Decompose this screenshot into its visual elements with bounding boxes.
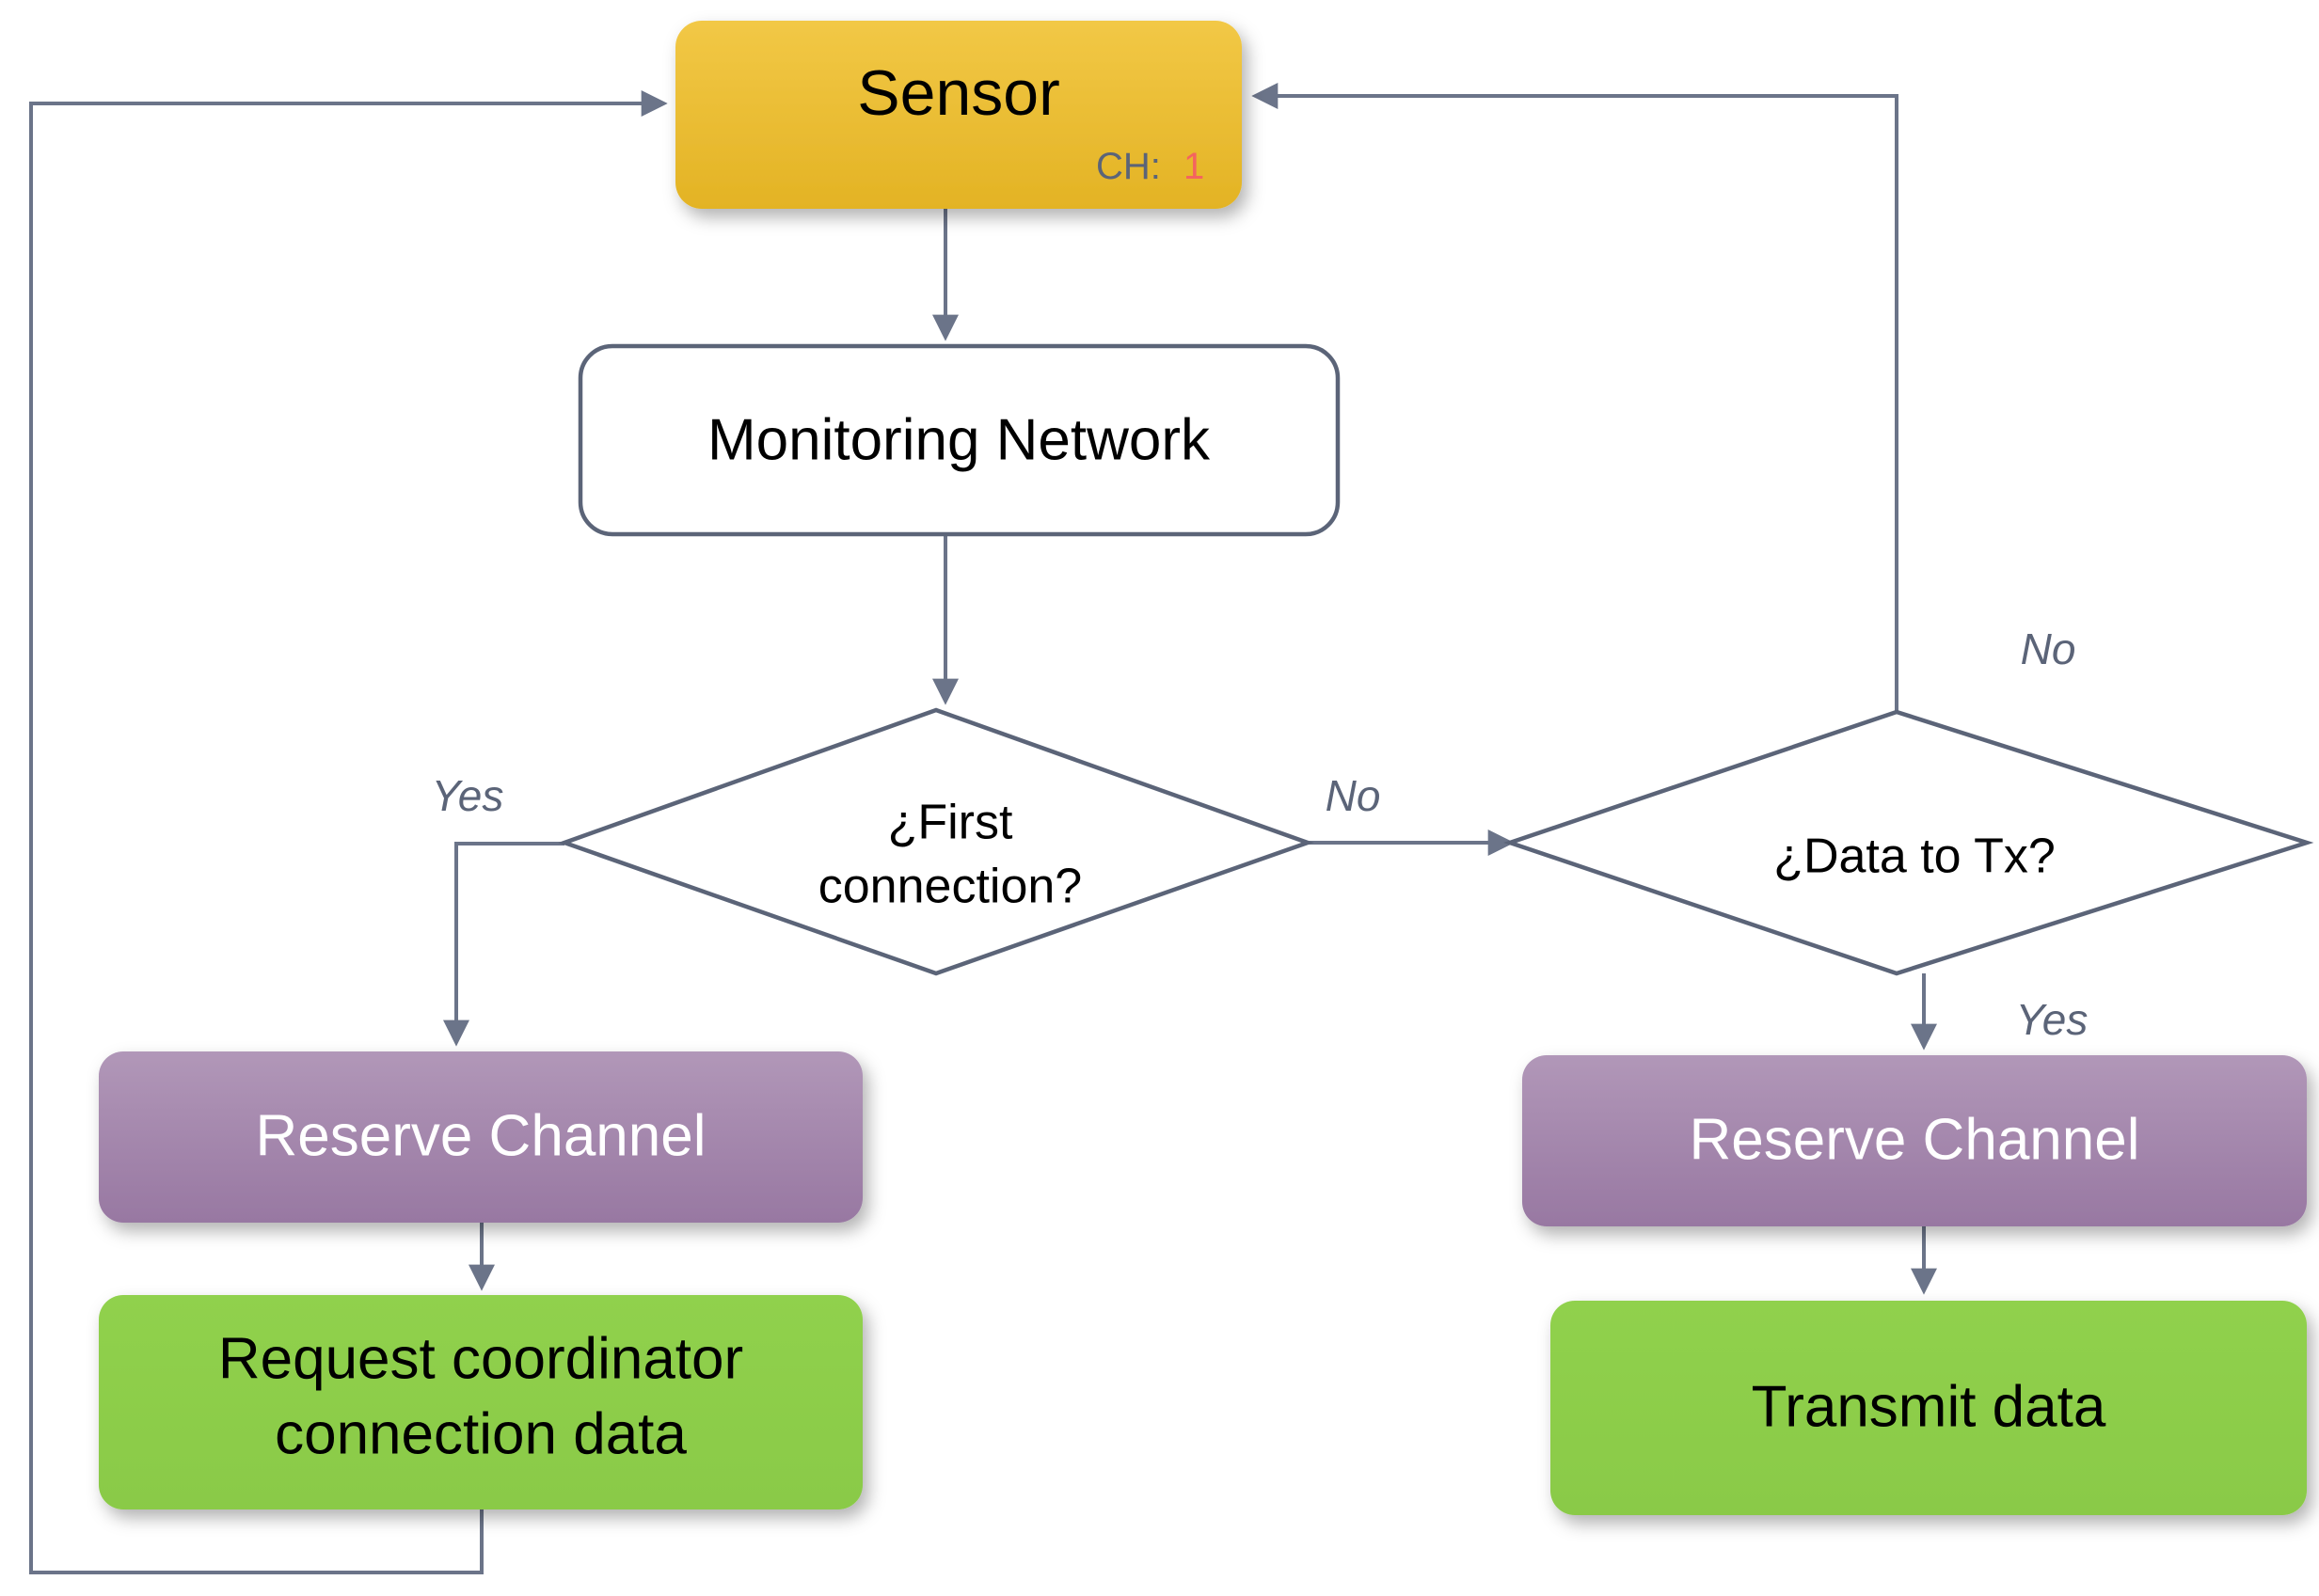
edge-request-feedback-to-sensor bbox=[29, 90, 668, 1574]
first-connection-diamond[interactable] bbox=[558, 707, 1314, 976]
request-coordinator-box[interactable] bbox=[99, 1295, 863, 1509]
transmit-data-box[interactable] bbox=[1550, 1301, 2307, 1515]
reserve-channel-left-label: Reserve Channel bbox=[255, 1103, 706, 1168]
node-reserve-channel-right[interactable]: Reserve Channel bbox=[1522, 1055, 2307, 1226]
sensor-channel-label: CH: bbox=[1096, 146, 1161, 187]
edge-data-to-tx-no-feedback bbox=[1251, 83, 1898, 712]
reserve-channel-right-box[interactable] bbox=[1522, 1055, 2307, 1226]
sensor-box[interactable] bbox=[675, 21, 1242, 209]
data-to-tx-label: ¿Data to Tx? bbox=[1773, 830, 2056, 884]
node-first-connection-decision[interactable]: ¿First connection? bbox=[558, 707, 1314, 976]
reserve-channel-right-label: Reserve Channel bbox=[1689, 1107, 2139, 1172]
sensor-label: Sensor bbox=[857, 57, 1059, 129]
edge-label-first-connection-no: No bbox=[1326, 771, 1381, 820]
transmit-data-label: Transmit data bbox=[1752, 1374, 2106, 1439]
monitoring-network-box[interactable] bbox=[578, 343, 1341, 537]
edge-label-data-to-tx-no: No bbox=[2021, 624, 2076, 673]
edge-label-first-connection-yes: Yes bbox=[432, 771, 504, 820]
data-to-tx-diamond[interactable] bbox=[1502, 709, 2314, 976]
node-monitoring-network[interactable]: Monitoring Network bbox=[578, 343, 1341, 537]
node-transmit-data[interactable]: Transmit data bbox=[1550, 1301, 2307, 1515]
edge-label-data-to-tx-yes: Yes bbox=[2016, 995, 2089, 1044]
node-request-coordinator[interactable]: Request coordinator connection data bbox=[99, 1295, 863, 1509]
node-sensor[interactable]: Sensor CH: 1 bbox=[675, 21, 1242, 209]
first-connection-label-line2: connection? bbox=[818, 860, 1082, 914]
reserve-channel-left-box[interactable] bbox=[99, 1051, 863, 1223]
request-coordinator-label-line2: connection data bbox=[275, 1401, 687, 1466]
node-reserve-channel-left[interactable]: Reserve Channel bbox=[99, 1051, 863, 1223]
first-connection-label-line1: ¿First bbox=[888, 796, 1013, 850]
node-data-to-tx-decision[interactable]: ¿Data to Tx? bbox=[1502, 709, 2314, 976]
monitoring-network-label: Monitoring Network bbox=[707, 407, 1211, 472]
request-coordinator-label-line1: Request coordinator bbox=[218, 1326, 743, 1391]
sensor-channel-value: 1 bbox=[1183, 146, 1204, 187]
edge-first-connection-yes bbox=[443, 842, 564, 1047]
